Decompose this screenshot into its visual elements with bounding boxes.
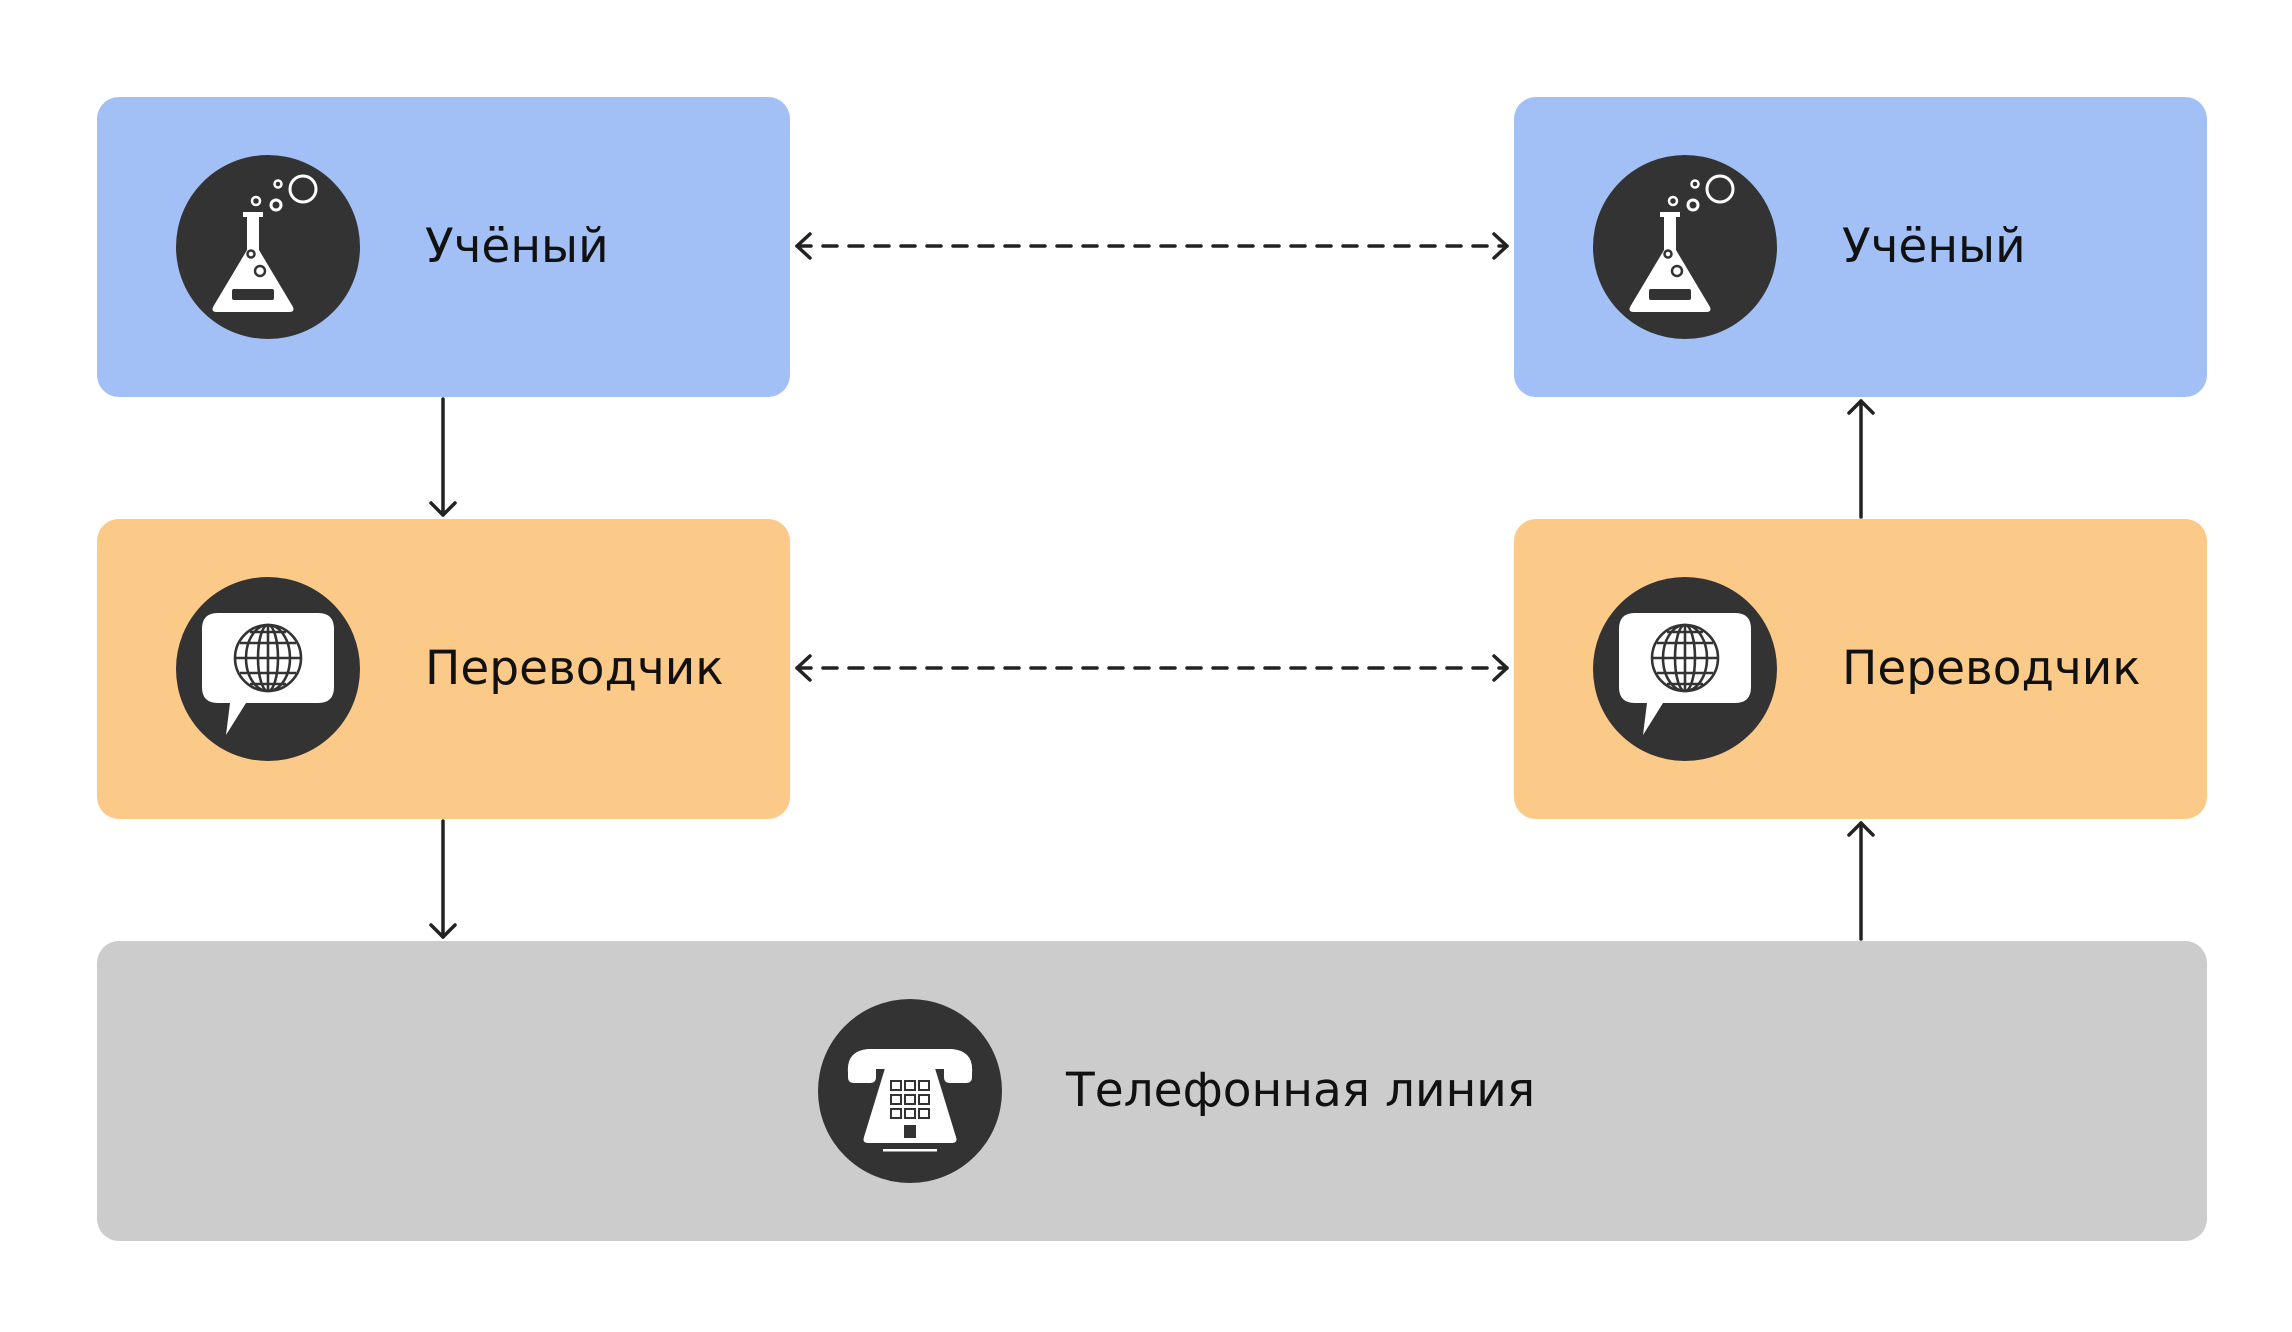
translator-box-right: Переводчик (1514, 519, 2207, 819)
arrow-down-translator-to-line (429, 819, 457, 939)
arrow-down-scientist-to-translator (429, 397, 457, 517)
arrow-up-translator-to-scientist (1847, 399, 1875, 519)
speech-globe-icon (176, 577, 360, 761)
dashed-arrow-scientists (795, 232, 1509, 260)
telephone-icon (818, 999, 1002, 1183)
scientist-label: Учёный (1842, 219, 2026, 274)
scientist-label: Учёный (425, 219, 609, 274)
telephone-line-box: Телефонная линия (97, 941, 2207, 1241)
translator-label: Переводчик (425, 641, 724, 696)
telephone-line-label: Телефонная линия (1066, 1063, 1536, 1118)
flask-icon (176, 155, 360, 339)
scientist-box-left: Учёный (97, 97, 790, 397)
flask-icon (1593, 155, 1777, 339)
arrow-up-line-to-translator (1847, 821, 1875, 941)
translator-label: Переводчик (1842, 641, 2141, 696)
speech-globe-icon (1593, 577, 1777, 761)
scientist-box-right: Учёный (1514, 97, 2207, 397)
translator-box-left: Переводчик (97, 519, 790, 819)
dashed-arrow-translators (795, 654, 1509, 682)
